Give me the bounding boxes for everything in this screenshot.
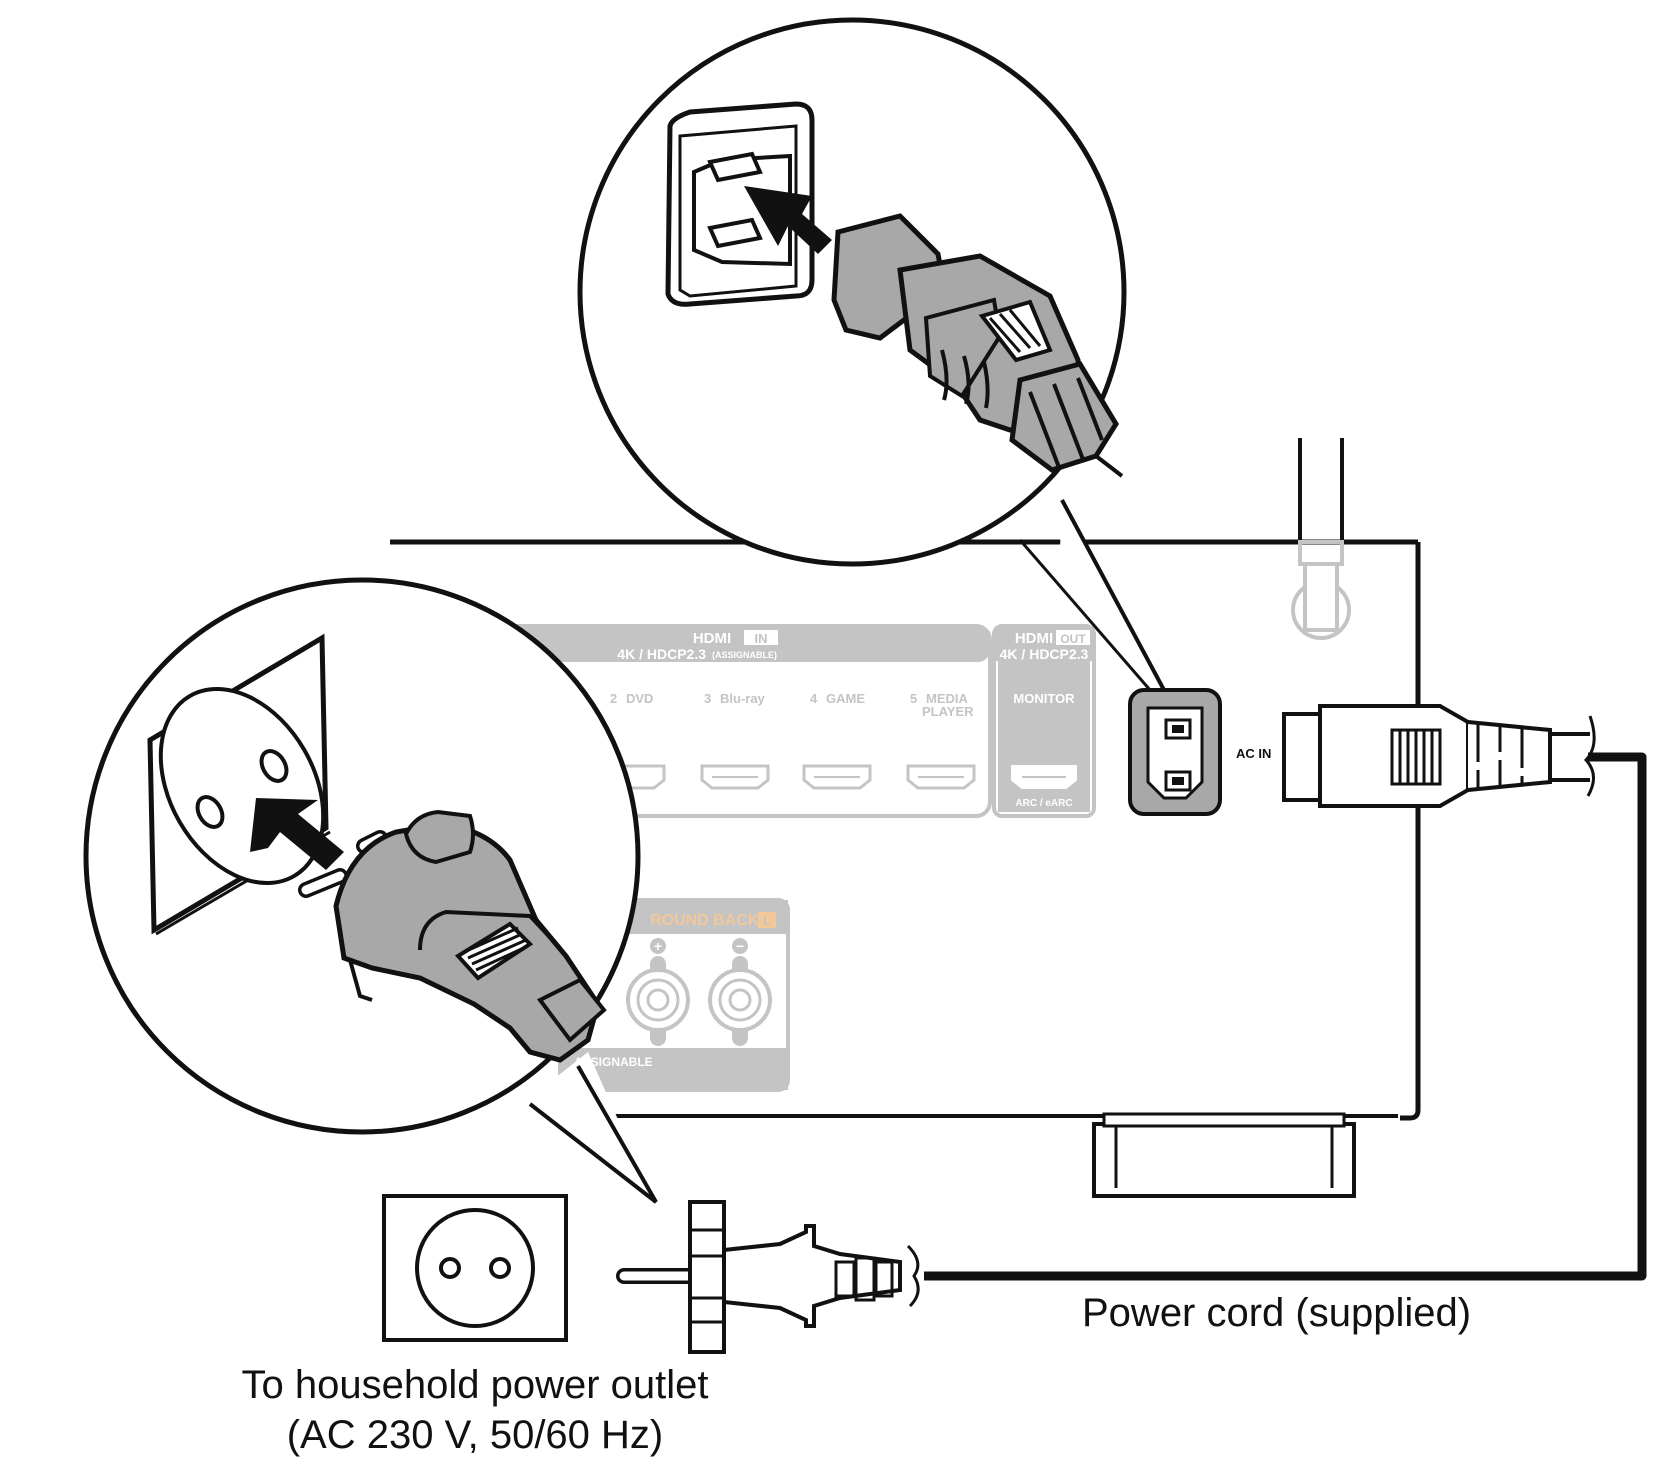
euro-plug-zoom	[298, 809, 607, 1063]
port-label: GAME	[826, 691, 865, 706]
callout-euro-plug	[83, 577, 658, 1204]
hdmi-in-port-4: 4 GAME	[802, 691, 872, 790]
port-label: Blu-ray	[720, 691, 766, 706]
iec-plug	[1282, 704, 1596, 808]
hdmi-in-title: HDMI	[693, 630, 731, 647]
wall-socket-zoom	[147, 633, 331, 936]
callout-iec-inlet	[577, 17, 1166, 691]
outlet-label-line2: (AC 230 V, 50/60 Hz)	[287, 1413, 664, 1457]
receiver-foot	[1092, 1112, 1356, 1198]
hdmi-out-port-label: MONITOR	[1013, 691, 1075, 706]
hdmi-out-title: HDMI	[1015, 630, 1053, 647]
wall-outlet	[382, 1194, 568, 1342]
power-cord-label: Power cord (supplied)	[1082, 1291, 1471, 1335]
hdmi-in-port-2: 2 DVD	[610, 691, 666, 790]
port-number: 3	[704, 691, 711, 706]
hdmi-out-subtitle: 4K / HDCP2.3	[1000, 646, 1089, 662]
speaker-title: ROUND BACK	[650, 912, 760, 929]
euro-plug	[616, 1200, 920, 1354]
outlet-label-line1: To household power outlet	[242, 1363, 709, 1407]
port-label: MEDIA	[926, 691, 969, 706]
speaker-terminal-minus	[708, 956, 772, 1046]
iec-plug-zoom	[831, 213, 1124, 478]
hdmi-in-port-5: 5 MEDIA PLAYER	[906, 691, 976, 790]
power-cord	[924, 752, 1647, 1281]
hdmi-in-badge-label: IN	[755, 631, 768, 646]
ac-in-label: AC IN	[1236, 746, 1271, 761]
speaker-plus: +	[654, 938, 662, 954]
hdmi-in-subtitle: 4K / HDCP2.3	[617, 646, 706, 662]
ac-in-socket	[1128, 688, 1222, 816]
antenna	[1291, 438, 1351, 640]
receiver-rear-panel	[390, 438, 1421, 1198]
hdmi-in-port-3: 3 Blu-ray	[700, 691, 770, 790]
port-number: 5	[910, 691, 917, 706]
speaker-minus: −	[736, 938, 744, 954]
speaker-badge: L	[763, 914, 770, 928]
hdmi-out-port-sub: ARC / eARC	[1015, 798, 1072, 809]
port-label: DVD	[626, 691, 653, 706]
inlet-socket-zoom	[665, 101, 815, 307]
insert-arrow-icon	[250, 798, 344, 870]
port-number: 2	[610, 691, 617, 706]
port-label-line2: PLAYER	[922, 704, 974, 719]
hdmi-out-badge	[1056, 630, 1090, 645]
hdmi-out-panel: HDMI OUT 4K / HDCP2.3 MONITOR ARC / eARC	[992, 624, 1096, 818]
hdmi-in-panel: HDMI IN 4K / HDCP2.3 (ASSIGNABLE) 2 DVD …	[468, 624, 992, 818]
hdmi-in-badge	[744, 630, 778, 645]
hdmi-out-badge-label: OUT	[1060, 632, 1086, 646]
speaker-terminal-plus	[626, 956, 690, 1046]
hdmi-in-subtitle-note: (ASSIGNABLE)	[712, 650, 777, 660]
port-number: 4	[810, 691, 818, 706]
insert-arrow-icon	[744, 186, 832, 254]
